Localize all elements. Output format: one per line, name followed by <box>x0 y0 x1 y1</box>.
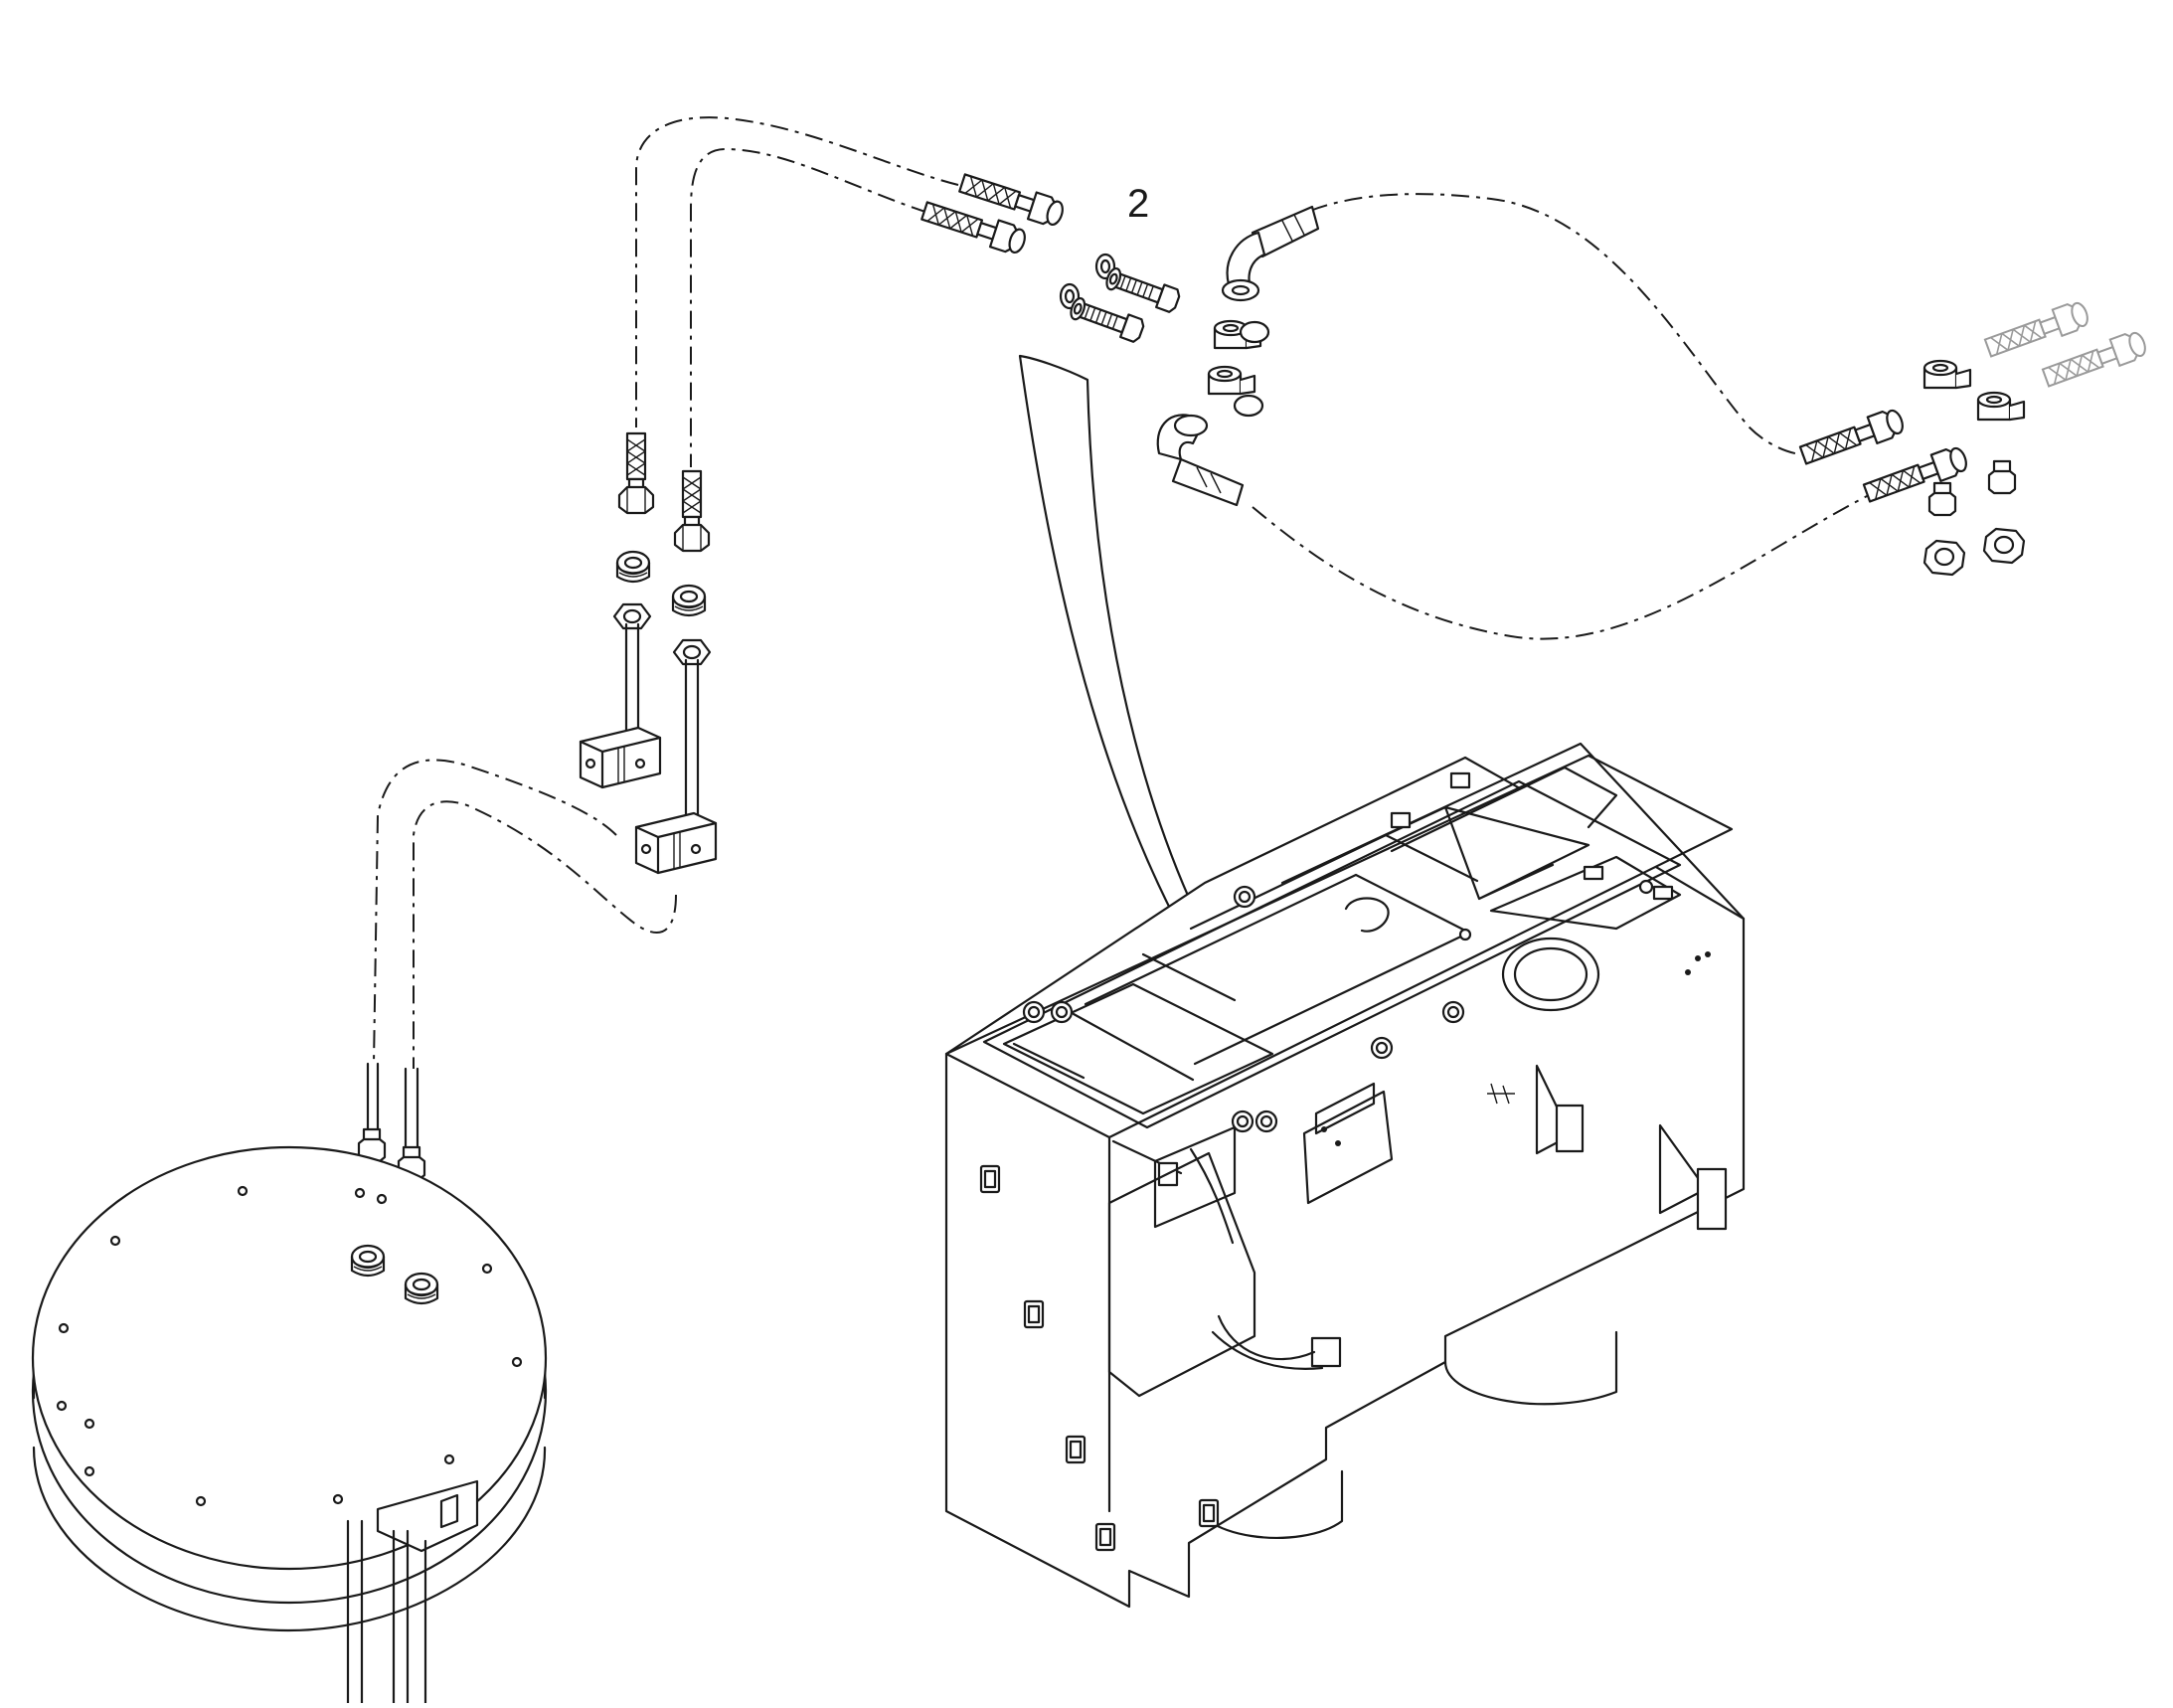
left-hose-assembly-2 <box>634 469 718 875</box>
plate-holes <box>56 1185 523 1507</box>
hose-routing-lines <box>373 116 1870 1069</box>
swivel-bolts <box>357 1062 426 1181</box>
callout-2: 2 <box>1127 182 1149 226</box>
right-hose-fittings <box>1797 297 2150 577</box>
swivel-plate <box>31 1145 548 1705</box>
left-hose-assembly-1 <box>579 431 662 789</box>
center-elbow-fittings <box>1156 205 1320 507</box>
machine-body <box>944 742 1746 1609</box>
mounting-bolts <box>1022 885 1465 1133</box>
svg-text:2: 2 <box>1127 182 1149 226</box>
